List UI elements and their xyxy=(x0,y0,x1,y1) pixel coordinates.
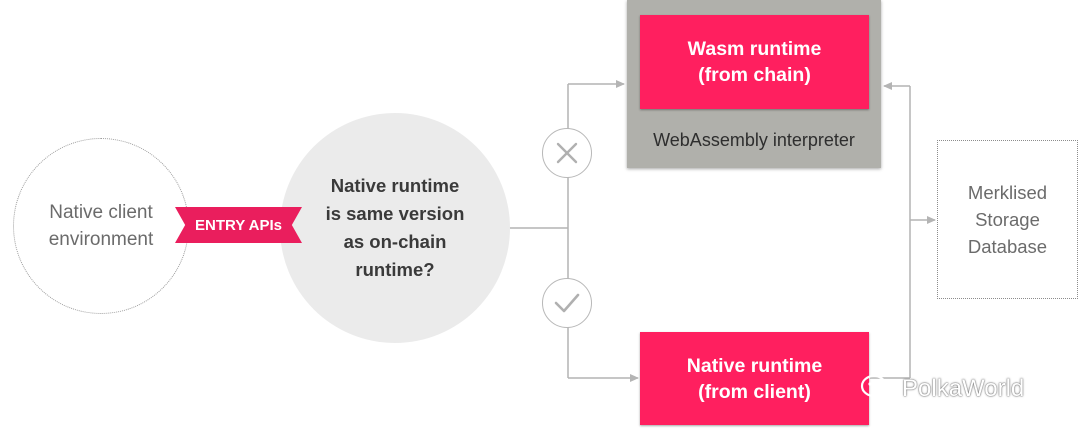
native-runtime-line2: (from client) xyxy=(698,380,811,403)
decision-line3: as on-chain xyxy=(343,231,447,252)
entry-apis-label: ENTRY APIs xyxy=(195,216,282,234)
merklised-storage-database: Merklised Storage Database xyxy=(937,140,1078,299)
client-environment-line1: Native client xyxy=(49,202,153,223)
decision-line1: Native runtime xyxy=(330,175,460,196)
native-runtime-box: Native runtime (from client) xyxy=(640,332,869,425)
storage-line2: Storage xyxy=(975,209,1040,230)
version-decision-node: Native runtime is same version as on-cha… xyxy=(280,113,510,343)
interpreter-label: WebAssembly interpreter xyxy=(653,130,855,150)
check-icon xyxy=(542,278,592,328)
client-environment-line2: environment xyxy=(48,229,154,250)
native-runtime-line1: Native runtime xyxy=(686,354,823,377)
storage-line3: Database xyxy=(967,236,1048,257)
wechat-icon xyxy=(860,374,896,402)
watermark-text: PolkaWorld xyxy=(902,375,1025,402)
native-client-environment: Native client environment xyxy=(13,138,189,314)
wasm-runtime-line1: Wasm runtime xyxy=(687,38,822,60)
wasm-runtime-box: Wasm runtime (from chain) xyxy=(640,15,869,109)
decision-line2: is same version xyxy=(325,203,465,224)
wasm-runtime-line2: (from chain) xyxy=(698,64,811,86)
storage-line1: Merklised xyxy=(967,182,1048,203)
decision-line4: runtime? xyxy=(355,259,435,280)
x-icon xyxy=(542,128,592,178)
polkaworld-watermark: PolkaWorld xyxy=(860,374,1024,404)
entry-apis-ribbon: ENTRY APIs xyxy=(175,207,302,243)
